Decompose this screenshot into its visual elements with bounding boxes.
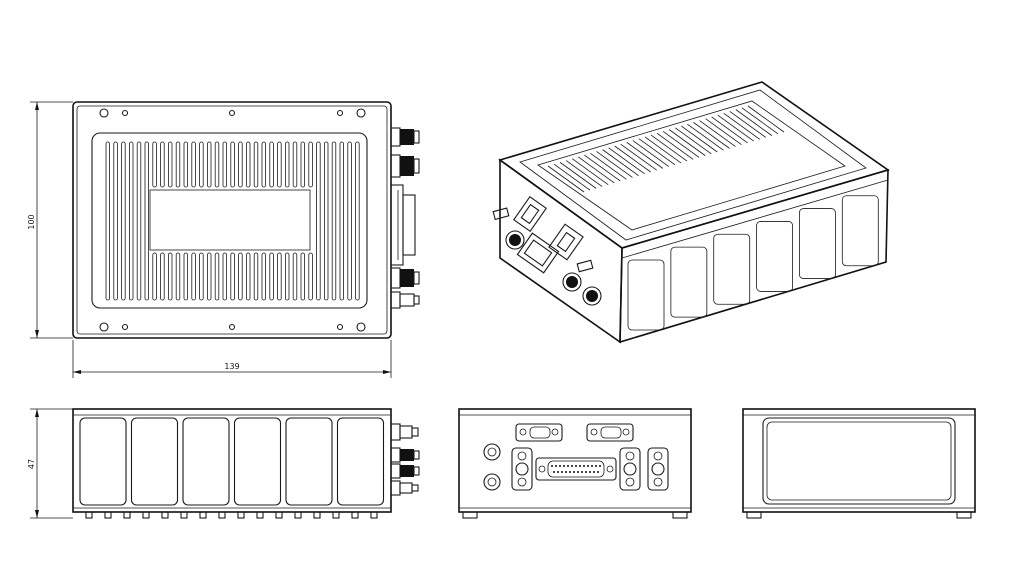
end-view-connectors [458,408,692,519]
dim-width-label: 139 [224,362,239,371]
end-view-blank [742,408,976,519]
iso-connectors [492,196,602,306]
dim-height-label: 100 [27,214,36,229]
dim-depth-label: 47 [27,459,36,469]
mounting-holes [99,108,366,332]
isometric-view [492,81,890,344]
side-view [72,408,420,519]
dimension-depth: 47 [27,408,73,519]
dimension-height: 100 [27,101,73,339]
side-view-connectors [390,423,420,496]
top-view [72,101,420,339]
side-connectors [390,127,420,309]
dimension-width: 139 [72,340,392,378]
